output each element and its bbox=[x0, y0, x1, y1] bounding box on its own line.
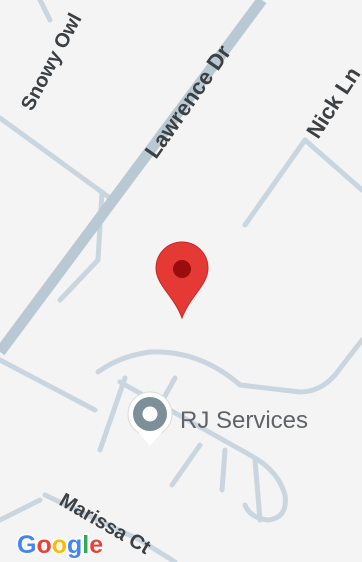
road-label-snowy-owl: Snowy Owl bbox=[17, 10, 87, 115]
svg-text:Google: Google bbox=[17, 531, 103, 559]
road-lower-right bbox=[117, 379, 288, 523]
road-right-loop bbox=[95, 337, 362, 395]
road-cul-de-sac-c bbox=[169, 442, 203, 488]
road-right-upper bbox=[302, 137, 362, 193]
google-logo: Google bbox=[16, 530, 105, 561]
road-lawrence-dr bbox=[0, 0, 267, 356]
road-top-left bbox=[37, 0, 53, 23]
place-pin-icon bbox=[127, 391, 173, 446]
google-letter-e: e bbox=[89, 531, 103, 559]
road-cul-de-sac-a bbox=[97, 375, 128, 453]
poi-rj-services[interactable]: RJ Services bbox=[127, 391, 308, 446]
road-label-lawrence-dr: Lawrence Dr bbox=[140, 40, 236, 163]
road-left-lower bbox=[0, 357, 98, 413]
google-letter-o2: o bbox=[52, 531, 67, 559]
road-lower-right-branch bbox=[252, 457, 263, 523]
google-letter-l: l bbox=[82, 531, 89, 559]
poi-label: RJ Services bbox=[180, 407, 308, 434]
google-letter-g2: g bbox=[67, 531, 82, 559]
location-marker-icon[interactable] bbox=[155, 241, 209, 320]
road-marissa-ct bbox=[42, 492, 178, 562]
road-cul-de-sac-d bbox=[219, 447, 228, 493]
road-left-upper bbox=[0, 115, 113, 201]
road-label-nick-ln: Nick Ln bbox=[301, 62, 362, 142]
road-bottom-left bbox=[0, 497, 43, 523]
google-letter-g1: G bbox=[17, 531, 36, 559]
road-nick-ln bbox=[242, 137, 308, 228]
google-letter-o1: o bbox=[36, 531, 51, 559]
